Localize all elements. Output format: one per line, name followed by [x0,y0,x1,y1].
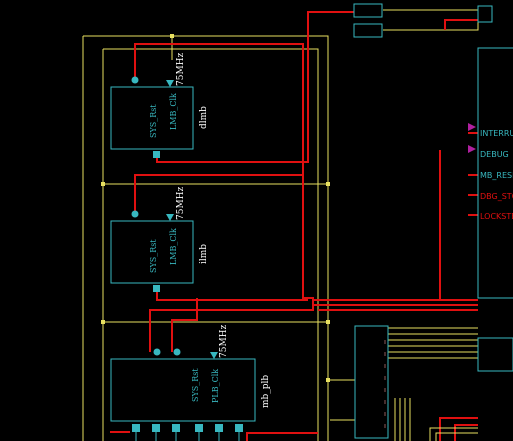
ilmb-rst-pin[interactable] [131,210,139,218]
ilmb-bus-pin[interactable] [153,285,160,292]
mb-plb-block[interactable]: SYS_Rst PLB_Clk 75MHz mb_plb [110,324,271,441]
top-small-components [353,3,493,38]
mb-port-interrupt[interactable]: INTERRUPT [480,129,513,138]
dlmb-rst-label: SYS_Rst [149,104,158,138]
dlmb-freq-label: 75MHz [176,52,186,86]
dlmb-rst-pin[interactable] [131,76,139,84]
dlmb-bus-pin[interactable] [153,151,160,158]
mb-port-dbg-stop[interactable]: DBG_STOP [480,192,513,201]
microblaze-block[interactable]: INTERRUPT DEBUG MB_RESET DBG_STOP LOCKST… [468,47,513,299]
mb-plb-clk-label: PLB_Clk [211,369,220,403]
corner-box [477,5,493,23]
interrupt-pin-icon [468,123,476,131]
ilmb-name: ilmb [199,244,209,264]
red-wires [110,11,478,441]
yellow-wires [82,9,479,441]
mb-plb-freq-label: 75MHz [219,324,229,358]
mb-plb-rst-pin[interactable] [153,348,161,356]
right-small-component[interactable] [477,337,513,372]
dlmb-block[interactable]: SYS_Rst LMB_Clk 75MHz dlmb [110,52,209,158]
bottom-middle-component[interactable] [354,325,389,439]
debug-pin-icon [468,145,476,153]
mb-plb-bottom-pins[interactable] [132,424,243,432]
mb-port-mb-reset[interactable]: MB_RESET [480,171,513,180]
ilmb-rst-label: SYS_Rst [149,239,158,273]
clk-gen-box-1 [353,3,383,18]
yellow-junctions [101,34,330,382]
ilmb-block[interactable]: SYS_Rst LMB_Clk 75MHz ilmb [110,186,209,292]
mb-plb-rst-label: SYS_Rst [191,368,200,402]
ilmb-clk-label: LMB_Clk [169,228,178,265]
mb-plb-name: mb_plb [261,375,271,408]
ilmb-freq-label: 75MHz [176,186,186,220]
mb-port-lockstep[interactable]: LOCKSTEP [480,212,513,221]
dlmb-clk-label: LMB_Clk [169,93,178,130]
mb-plb-rst-pin-2[interactable] [173,348,181,356]
dlmb-name: dlmb [199,106,209,129]
mb-port-debug[interactable]: DEBUG [480,150,509,159]
clk-gen-box-2 [353,23,383,38]
right-lower-wires [394,398,478,441]
